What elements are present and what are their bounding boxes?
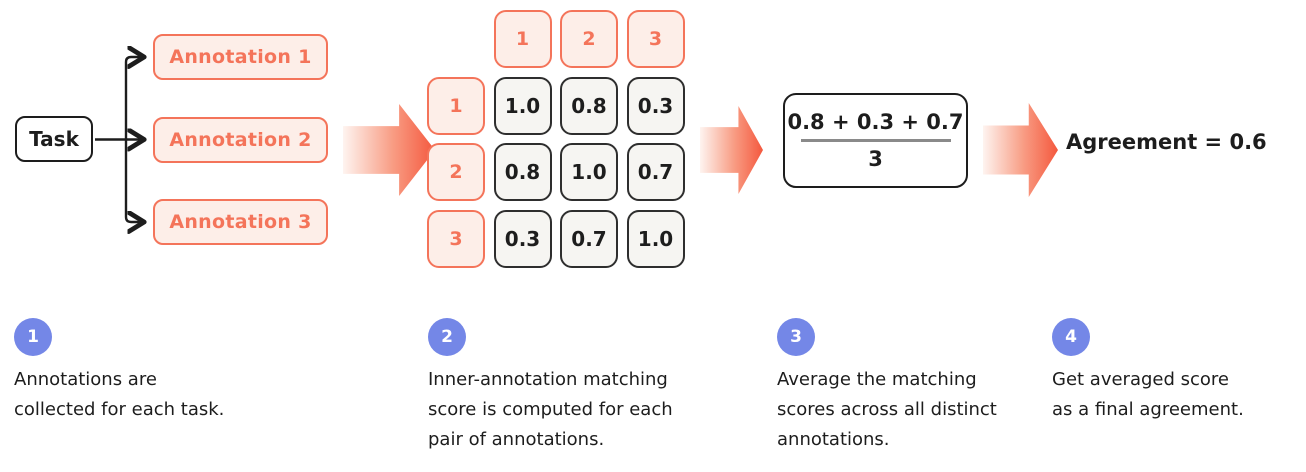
step-2-line-2: score is computed for each xyxy=(428,399,673,420)
matrix-cell-1-2: 0.8 xyxy=(560,76,618,135)
step-4-description: Get averaged score as a final agreement. xyxy=(1052,365,1244,425)
average-formula-box: 0.8 + 0.3 + 0.7 3 xyxy=(783,93,968,188)
step-1-badge: 1 xyxy=(14,318,52,356)
matching-score-matrix: 1 2 3 1 1.0 0.8 0.3 2 0.8 1.0 0.7 3 0.3 … xyxy=(427,10,685,268)
matrix-cell-3-3: 1.0 xyxy=(626,209,685,268)
matrix-col-header-3: 3 xyxy=(626,10,685,68)
matrix-corner-spacer xyxy=(427,10,485,68)
matrix-col-header-1: 1 xyxy=(493,10,552,68)
agreement-result-label: Agreement = 0.6 xyxy=(1066,130,1267,154)
connector-bottom xyxy=(124,139,143,223)
step-1-line-1: Annotations are xyxy=(14,369,157,390)
step-4-line-1: Get averaged score xyxy=(1052,369,1230,390)
step-4-line-2: as a final agreement. xyxy=(1052,399,1244,420)
connector-top xyxy=(124,57,143,140)
step-1-description: Annotations are collected for each task. xyxy=(14,365,224,425)
task-box: Task xyxy=(15,116,93,162)
step-2-line-1: Inner-annotation matching xyxy=(428,369,668,390)
step-2-badge: 2 xyxy=(428,318,466,356)
matrix-col-header-2: 2 xyxy=(560,10,618,68)
step-3-line-1: Average the matching xyxy=(777,369,977,390)
step-3-line-3: annotations. xyxy=(777,429,890,450)
matrix-cell-3-2: 0.7 xyxy=(560,209,618,268)
flow-arrow-icon-1 xyxy=(343,104,435,196)
matrix-cell-2-1: 0.8 xyxy=(493,143,552,201)
step-2-line-3: pair of annotations. xyxy=(428,429,605,450)
step-4-badge: 4 xyxy=(1052,318,1090,356)
matrix-cell-2-2: 1.0 xyxy=(560,143,618,201)
matrix-row-header-3: 3 xyxy=(427,209,485,268)
matrix-cell-1-1: 1.0 xyxy=(493,76,552,135)
matrix-row-header-2: 2 xyxy=(427,143,485,201)
formula-numerator: 0.8 + 0.3 + 0.7 xyxy=(787,110,964,135)
step-2-description: Inner-annotation matching score is compu… xyxy=(428,365,673,455)
step-3-line-2: scores across all distinct xyxy=(777,399,997,420)
flow-arrow-icon-2 xyxy=(700,106,763,194)
matrix-cell-3-1: 0.3 xyxy=(493,209,552,268)
formula-denominator: 3 xyxy=(868,146,883,171)
step-3-badge: 3 xyxy=(777,318,815,356)
matrix-cell-2-3: 0.7 xyxy=(626,143,685,201)
annotation-2-box: Annotation 2 xyxy=(153,117,328,163)
step-1-line-2: collected for each task. xyxy=(14,399,225,420)
annotation-3-box: Annotation 3 xyxy=(153,199,328,245)
matrix-row-header-1: 1 xyxy=(427,76,485,135)
fraction-line xyxy=(800,139,951,142)
task-connector-lines xyxy=(95,0,170,260)
annotation-1-box: Annotation 1 xyxy=(153,34,328,80)
flow-arrow-icon-3 xyxy=(983,103,1058,197)
step-3-description: Average the matching scores across all d… xyxy=(777,365,997,455)
matrix-cell-1-3: 0.3 xyxy=(626,76,685,135)
